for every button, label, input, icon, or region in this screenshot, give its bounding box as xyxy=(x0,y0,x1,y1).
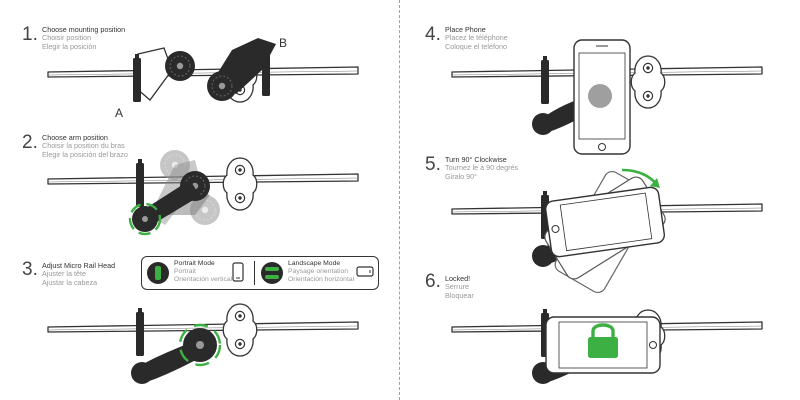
landscape-mode-title: Landscape Mode xyxy=(288,260,341,267)
step-6-text: Locked! Serrure Bloquear xyxy=(445,274,474,300)
step-3-head-icon xyxy=(178,323,222,367)
step-1-text: Choose mounting position Choisir positio… xyxy=(42,25,126,51)
step-4-fr: Placez le téléphone xyxy=(445,33,508,43)
step-1-handlebar xyxy=(47,66,359,78)
step-2-fr: Choisir la position du bras xyxy=(42,141,125,151)
phone-landscape-icon xyxy=(356,266,374,277)
step-3-number: 3. xyxy=(22,259,38,280)
gear-b-icon xyxy=(206,70,238,102)
step-3-pivot-icon xyxy=(131,362,153,384)
step-4-illustration xyxy=(451,39,763,155)
step-2-number: 2. xyxy=(22,132,38,153)
step-1-mount-b xyxy=(206,38,276,102)
lock-icon xyxy=(588,323,618,358)
step-6-number: 6. xyxy=(425,271,441,292)
step-1-mount-a xyxy=(135,47,196,101)
step-2-es: Elegir la posición del brazo xyxy=(42,149,128,159)
landscape-mode-icon xyxy=(261,262,283,284)
step-5-text: Turn 90° Clockwise Tournez le à 90 degré… xyxy=(445,155,519,181)
step-3-fr: Ajuster la tête xyxy=(42,269,86,279)
step-3-plate-icon xyxy=(222,303,258,357)
step-2-text: Choose arm position Choisir la position … xyxy=(42,133,128,159)
step-3-es: Ajustar la cabeza xyxy=(42,277,98,287)
gear-a-icon xyxy=(164,50,196,82)
step-5-title: Turn 90° Clockwise xyxy=(445,155,507,164)
rotate-arrow-icon xyxy=(621,168,660,188)
portrait-mode-es: Orientación vertical xyxy=(174,275,233,283)
step-2-pivot-icon xyxy=(128,202,162,236)
step-3-illustration xyxy=(47,303,359,384)
step-3-text: Adjust Micro Rail Head Ajuster la tête A… xyxy=(42,261,116,287)
step-6-illustration xyxy=(451,309,763,384)
step-6-fr: Serrure xyxy=(445,282,469,292)
landscape-mode-es: Orientación horizontal xyxy=(288,275,355,283)
step-2-title: Choose arm position xyxy=(42,133,108,142)
landscape-mode-fr: Paysage orientation xyxy=(288,267,349,275)
step-3-title: Adjust Micro Rail Head xyxy=(42,261,116,270)
step-1-illustration xyxy=(47,38,359,103)
landscape-mode-text: Landscape Mode Paysage orientation Orien… xyxy=(288,260,354,283)
step-5-number: 5. xyxy=(425,154,441,175)
step-3-clamp xyxy=(136,308,144,356)
step-5-fr: Tournez le à 90 degrés xyxy=(445,163,519,173)
step-1-fr: Choisir position xyxy=(42,33,92,43)
portrait-mode-title: Portrait Mode xyxy=(174,260,215,267)
step-1-title: Choose mounting position xyxy=(42,25,126,34)
step-1-es: Elegir la posición xyxy=(42,41,97,51)
step-4-plate-icon xyxy=(630,55,666,109)
step-5-illustration xyxy=(451,168,763,294)
dashed-divider xyxy=(399,0,400,400)
step-4-clamp xyxy=(541,56,549,104)
step-4-phone-icon xyxy=(573,39,631,155)
mode-separator xyxy=(254,261,255,285)
step-2-clamp xyxy=(136,159,144,207)
step-2-illustration xyxy=(47,149,359,236)
portrait-mode-text: Portrait Mode Portrait Orientación verti… xyxy=(174,260,232,283)
portrait-mode-icon xyxy=(147,262,169,284)
step-4-es: Coloque el teléfono xyxy=(445,41,507,51)
step-4-title: Place Phone xyxy=(445,25,486,34)
step-5-es: Giralo 90° xyxy=(445,171,478,181)
step-1-number: 1. xyxy=(22,24,38,45)
position-label-b: B xyxy=(279,36,288,50)
step-6-es: Bloquear xyxy=(445,290,474,300)
position-label-a: A xyxy=(115,106,124,120)
step-2-plate-icon xyxy=(222,157,258,211)
portrait-mode-fr: Portrait xyxy=(174,267,196,275)
clamp-b xyxy=(262,48,270,96)
step-6-title: Locked! xyxy=(445,274,471,283)
step-4-text: Place Phone Placez le téléphone Coloque … xyxy=(445,25,508,51)
step-5-phone-icon xyxy=(544,186,666,258)
step-4-number: 4. xyxy=(425,24,441,45)
clamp-a xyxy=(133,54,141,102)
phone-portrait-icon xyxy=(232,262,244,282)
mode-legend: Portrait Mode Portrait Orientación verti… xyxy=(141,256,379,290)
